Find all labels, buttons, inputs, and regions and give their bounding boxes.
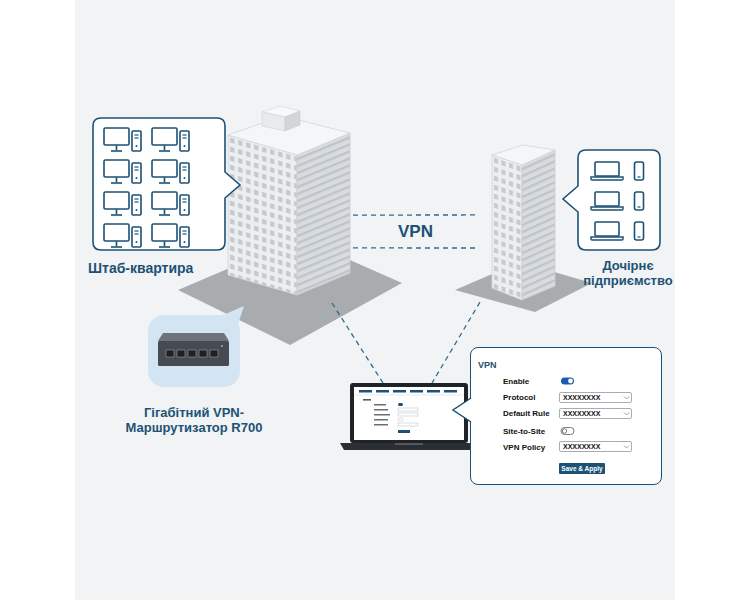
phone-icon: [635, 222, 644, 240]
laptop-display: [354, 387, 464, 440]
panel-title: VPN: [478, 360, 518, 370]
laptop-icon: [591, 192, 623, 210]
building-label: Штаб-квартира: [88, 260, 228, 276]
field-label: Site-to-Site: [503, 427, 559, 437]
router-port: [188, 350, 196, 357]
laptop-icon: [591, 222, 623, 240]
dropdown-field: XXXXXXXX: [559, 408, 632, 419]
laptop-notch: [395, 443, 423, 445]
dropdown-chevron: [624, 446, 629, 449]
desktop-icon: [104, 224, 141, 247]
ui-line: [363, 399, 371, 401]
button-label: Save & Apply: [559, 463, 605, 474]
ui-field: [398, 413, 418, 416]
nav-item: [427, 390, 440, 393]
panel-pointer: [453, 398, 471, 422]
router-led: [221, 345, 223, 347]
toggle-knob: [568, 379, 573, 384]
router-port: [166, 350, 174, 357]
router-bubble: [148, 315, 240, 387]
phone-icon: [635, 162, 644, 180]
link-label: VPN: [376, 222, 456, 242]
building-face: [522, 150, 555, 300]
nav-item: [359, 390, 372, 393]
nav-rule: [354, 395, 464, 396]
hq-building: Штаб-квартира: [225, 105, 353, 303]
building-face: [228, 135, 297, 295]
dropdown-field: XXXXXXXX: [559, 392, 632, 403]
ui-line: [374, 409, 388, 411]
router-port: [177, 350, 185, 357]
ui-button: [398, 430, 410, 433]
building-face: [297, 133, 350, 295]
router-port: [199, 350, 207, 357]
field-label: Enable: [503, 377, 559, 387]
laptop-screen: [350, 383, 468, 443]
desktop-icon: [152, 192, 189, 215]
router-device: Гігабітний VPN-Маршрутизатор R700: [148, 315, 240, 387]
ui-field: [398, 423, 418, 426]
field-value: XXXXXXXX: [563, 393, 623, 402]
panel-pointer: [453, 398, 472, 422]
nav-item: [410, 390, 423, 393]
dropdown-chevron: [624, 397, 629, 400]
apply-button: Save & Apply: [559, 463, 605, 474]
building-label: Дочірнє підприємство: [573, 258, 683, 288]
phone-icon: [635, 192, 644, 210]
toggle-on: [561, 378, 574, 385]
field-label: Protocol: [503, 393, 559, 403]
dropdown-chevron: [624, 413, 629, 416]
nav-item: [444, 390, 457, 393]
desktop-icon: [104, 192, 141, 215]
desktop-icon: [152, 160, 189, 183]
ui-toggle: [398, 418, 403, 421]
roof-box: [262, 112, 285, 131]
laptop-icon: [591, 162, 623, 180]
toggle-off: [561, 428, 574, 435]
field-value: XXXXXXXX: [563, 442, 623, 451]
ui-line: [374, 424, 388, 426]
settings-panel: VPN EnableProtocolDefault RuleSite-to-Sit…: [470, 347, 662, 485]
building-roof: [492, 145, 555, 165]
building-face: [492, 155, 522, 300]
toggle-knob: [562, 429, 566, 433]
field-label: VPN Policy: [503, 443, 559, 453]
ui-field: [398, 408, 418, 411]
ui-line: [374, 404, 386, 406]
vpn-link: [353, 247, 478, 248]
ui-toggle: [398, 403, 403, 406]
router-symbol: [158, 333, 229, 341]
nav-item: [376, 390, 389, 393]
field-value: XXXXXXXX: [563, 409, 623, 418]
laptop-device: [348, 383, 470, 451]
laptop-base: [340, 443, 478, 450]
desktop-icon: [152, 224, 189, 247]
background-panel: [75, 0, 675, 600]
vpn-link: [332, 303, 383, 383]
dropdown-field: XXXXXXXX: [559, 441, 632, 452]
router-port: [210, 350, 218, 357]
screen-ui: [354, 390, 464, 433]
desktop-icon: [152, 128, 189, 151]
callout-bubble: [563, 150, 660, 250]
ui-line: [374, 419, 388, 421]
field-label: Default Rule: [503, 409, 559, 419]
callout-bubble: [93, 118, 240, 250]
ui-line: [374, 414, 390, 416]
vpn-link: [353, 214, 478, 215]
desktop-icon: [104, 160, 141, 183]
roof-box: [285, 111, 300, 131]
desktop-icon: [104, 128, 141, 151]
nav-item: [393, 390, 406, 393]
device-label: Гігабітний VPN-Маршрутизатор R700: [119, 405, 269, 435]
router-symbol: [158, 341, 229, 366]
branch-building: Дочірнє підприємство: [478, 142, 558, 302]
